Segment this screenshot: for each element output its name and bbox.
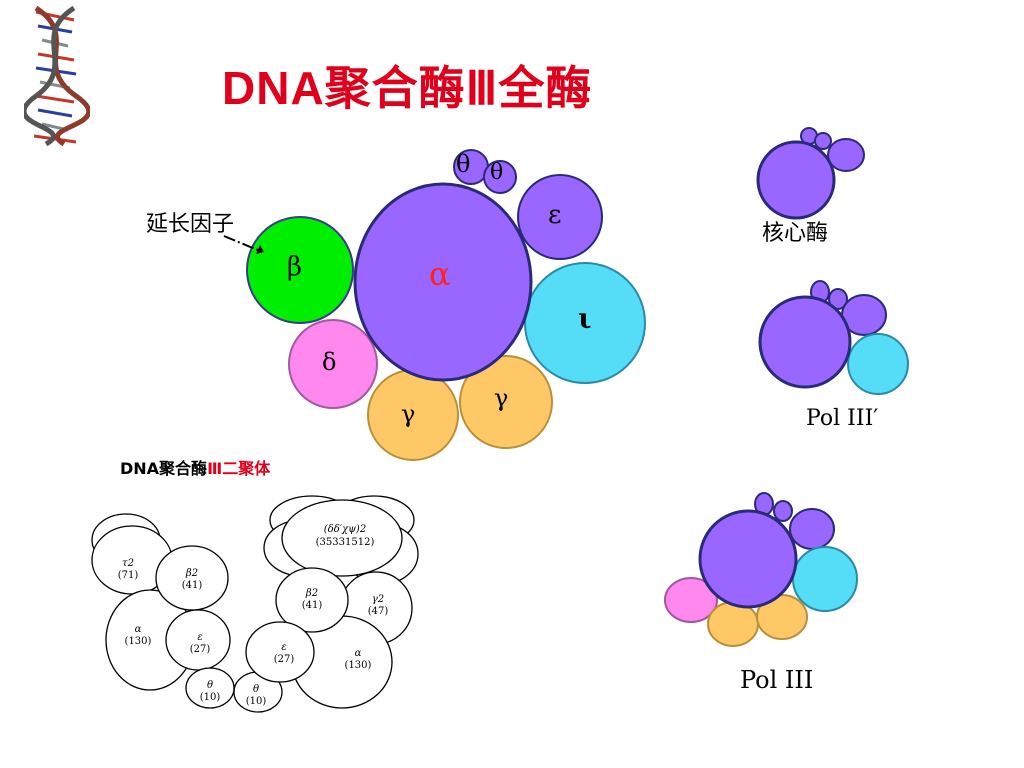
gamma-circle-2	[459, 355, 553, 449]
dimer-tau-value: (71)	[118, 570, 139, 581]
dna-helix-icon	[24, 6, 90, 146]
dimer-gamma-right-value: (47)	[368, 606, 389, 617]
dimer-complex-label: (δδ′χψ)2	[324, 524, 366, 535]
dimer-beta-right-value: (41)	[302, 600, 323, 611]
dimer-drawing: τ2 (71) β2 (41) α (130) ε (27) θ (10) θ …	[91, 495, 419, 713]
pol3-prime-schematic	[758, 280, 909, 395]
dimer-eps-left-value: (27)	[190, 644, 211, 655]
dimer-gamma-right-label: γ2	[372, 594, 384, 605]
delta-circle	[288, 319, 378, 409]
theta-label-1: θ	[456, 150, 471, 178]
dimer-theta-mid-value: (10)	[246, 696, 267, 707]
dimer-eps-right-value: (27)	[274, 654, 295, 665]
epsilon-label: ε	[548, 200, 562, 230]
dimer-subtitle: DNA聚合酶Ⅲ二聚体	[120, 455, 270, 479]
gamma-label-2: γ	[494, 384, 509, 412]
dimer-theta-mid-label: θ	[253, 684, 259, 695]
alpha-label: α	[429, 255, 451, 293]
dimer-alpha-right-value: (130)	[345, 660, 372, 671]
alpha-circle	[353, 182, 533, 382]
gamma-label-1: γ	[401, 400, 416, 428]
dimer-theta-left-value: (10)	[200, 692, 221, 703]
pol3-label: Pol III	[740, 666, 814, 694]
dimer-alpha-right-label: α	[355, 648, 362, 659]
dimer-alpha-left-value: (130)	[125, 636, 152, 647]
dimer-alpha-left-label: α	[135, 624, 142, 635]
core-enzyme-label: 核心酶	[762, 221, 829, 246]
dimer-subtitle-part1: DNA聚合酶	[120, 459, 208, 478]
dimer-beta-left-label: β2	[185, 568, 198, 579]
iota-circle	[524, 262, 646, 384]
page-title: DNA聚合酶Ⅲ全酶	[222, 62, 593, 114]
core-enzyme-schematic	[756, 127, 865, 220]
dimer-subtitle-part2: Ⅲ二聚体	[207, 459, 271, 478]
iota-label: ι	[578, 302, 592, 335]
dimer-beta-left-value: (41)	[182, 580, 203, 591]
dimer-tau-label: τ2	[122, 558, 134, 569]
pol3-prime-label: Pol III′	[806, 406, 879, 431]
elongation-factor-label: 延长因子	[146, 212, 235, 237]
beta-label: β	[287, 252, 303, 282]
dimer-complex-value: (35331512)	[316, 537, 375, 548]
dimer-eps-left-label: ε	[197, 632, 202, 643]
theta-label-2: θ	[490, 160, 504, 185]
delta-label: δ	[322, 348, 337, 376]
theta-circle-2	[483, 160, 517, 194]
dimer-eps-right-label: ε	[281, 642, 286, 653]
beta-circle	[246, 216, 354, 324]
epsilon-circle	[517, 174, 603, 260]
dimer-beta-right-label: β2	[305, 588, 318, 599]
dimer-theta-left-label: θ	[207, 680, 213, 691]
pol3-schematic	[664, 492, 858, 647]
